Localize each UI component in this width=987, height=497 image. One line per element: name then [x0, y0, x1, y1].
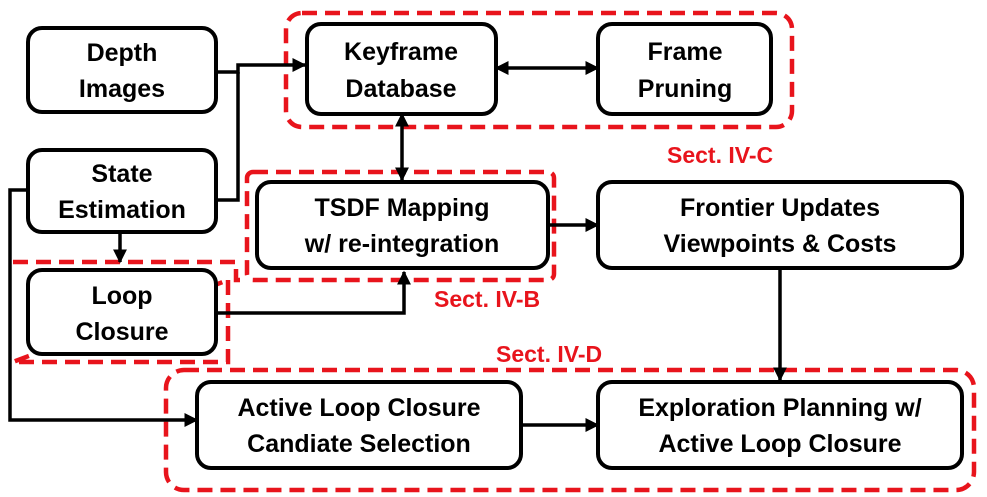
node-state-estimation-line2: Estimation	[58, 196, 186, 224]
node-keyframe-database-line1: Keyframe	[344, 38, 458, 66]
node-frame-pruning-line1: Frame	[647, 38, 722, 66]
node-keyframe-database: Keyframe Database	[305, 22, 498, 116]
node-depth-images-line2: Images	[79, 75, 165, 103]
node-active-loop-closure: Active Loop Closure Candiate Selection	[195, 380, 523, 470]
node-state-estimation: State Estimation	[26, 148, 218, 234]
node-state-estimation-line1: State	[91, 160, 152, 188]
edges	[8, 58, 787, 432]
node-exploration-planning-line1: Exploration Planning w/	[638, 394, 921, 422]
node-depth-images-line1: Depth	[87, 39, 158, 67]
node-tsdf-mapping: TSDF Mapping w/ re-integration	[255, 180, 550, 270]
node-exploration-planning: Exploration Planning w/ Active Loop Clos…	[596, 380, 964, 470]
edge-state-to-keyframe	[216, 72, 240, 202]
node-active-loop-closure-line2: Candiate Selection	[247, 430, 471, 458]
node-active-loop-closure-line1: Active Loop Closure	[237, 394, 480, 422]
edge-loop-to-tsdf	[216, 270, 411, 315]
node-loop-closure-line2: Closure	[75, 318, 168, 346]
region-sect-ivc	[283, 10, 795, 130]
label-sect-ivb: Sect. IV-B	[434, 286, 540, 312]
node-keyframe-database-line2: Database	[345, 75, 456, 103]
node-exploration-planning-line2: Active Loop Closure	[658, 430, 901, 458]
node-tsdf-mapping-line1: TSDF Mapping	[315, 194, 490, 222]
region-loop-closure	[12, 259, 247, 365]
node-frame-pruning-line2: Pruning	[638, 75, 732, 103]
node-frontier-updates-line1: Frontier Updates	[680, 194, 880, 222]
node-frame-pruning: Frame Pruning	[596, 22, 773, 116]
node-frontier-updates-line2: Viewpoints & Costs	[664, 230, 897, 258]
node-tsdf-mapping-line2: w/ re-integration	[304, 230, 499, 258]
node-loop-closure: Loop Closure	[26, 268, 218, 356]
node-depth-images: Depth Images	[26, 26, 218, 114]
node-frontier-updates: Frontier Updates Viewpoints & Costs	[596, 180, 964, 270]
label-sect-ivc: Sect. IV-C	[667, 142, 773, 168]
node-loop-closure-line1: Loop	[91, 282, 152, 310]
edge-state-to-active-loop	[8, 188, 199, 427]
region-sect-ivd	[163, 367, 977, 493]
edge-depth-to-keyframe	[216, 58, 307, 74]
label-sect-ivd: Sect. IV-D	[496, 341, 602, 367]
